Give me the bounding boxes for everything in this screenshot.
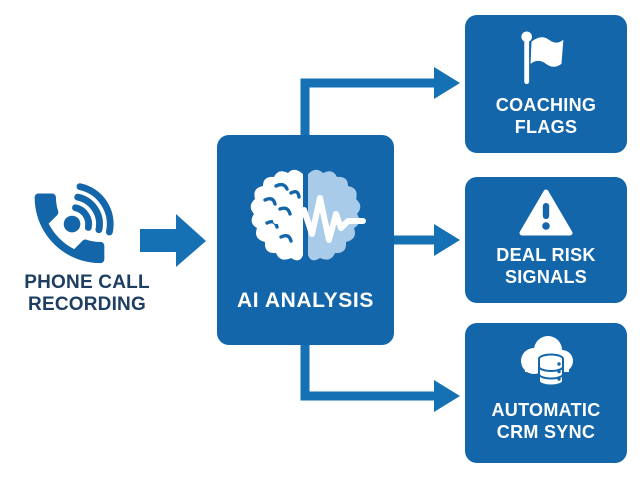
source-label-line1: PHONE CALL bbox=[24, 272, 150, 293]
coaching-flags-line2: FLAGS bbox=[514, 117, 578, 137]
coaching-flags-label: COACHING FLAGS bbox=[496, 94, 596, 138]
source-label: PHONE CALL RECORDING bbox=[8, 272, 166, 316]
brain-waveform-icon bbox=[250, 169, 366, 261]
output-coaching-flags: COACHING FLAGS bbox=[465, 15, 627, 153]
crm-sync-line2: CRM SYNC bbox=[496, 422, 596, 442]
connector-to-crm-sync bbox=[300, 344, 460, 412]
connector-to-deal-risk bbox=[394, 224, 460, 256]
output-deal-risk-signals: DEAL RISK SIGNALS bbox=[465, 177, 627, 303]
deal-risk-line1: DEAL RISK bbox=[496, 245, 596, 265]
ai-analysis-label: AI ANALYSIS bbox=[237, 289, 374, 312]
cloud-database-icon bbox=[521, 336, 573, 387]
ai-analysis-node: AI ANALYSIS bbox=[217, 135, 394, 345]
source-label-line2: RECORDING bbox=[28, 294, 146, 315]
crm-sync-label: AUTOMATIC CRM SYNC bbox=[491, 399, 600, 443]
input-arrow bbox=[140, 214, 206, 267]
output-automatic-crm-sync: AUTOMATIC CRM SYNC bbox=[465, 323, 627, 463]
connector-to-coaching-flags bbox=[300, 67, 460, 136]
crm-sync-line1: AUTOMATIC bbox=[491, 400, 601, 420]
deal-risk-line2: SIGNALS bbox=[504, 267, 588, 287]
warning-triangle-icon bbox=[519, 189, 573, 236]
phone-sound-waves-icon bbox=[34, 183, 114, 264]
flag-icon bbox=[521, 31, 564, 85]
coaching-flags-line1: COACHING bbox=[495, 95, 597, 115]
deal-risk-label: DEAL RISK SIGNALS bbox=[496, 244, 595, 288]
